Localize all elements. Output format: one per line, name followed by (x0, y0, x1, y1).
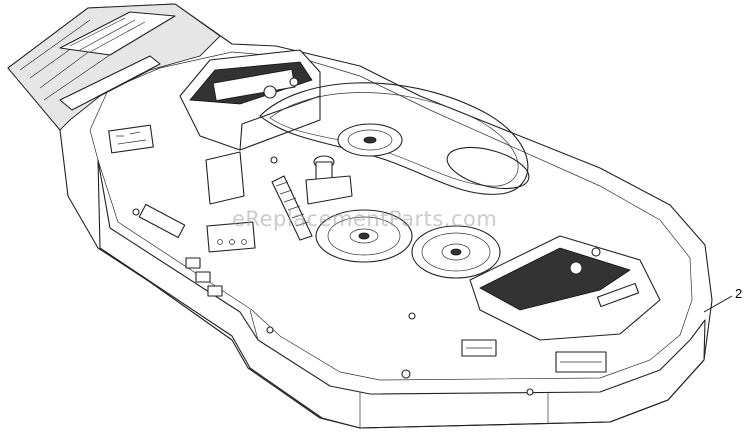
callout-leader-2 (703, 295, 733, 313)
callout-label-2: 2 (735, 286, 743, 301)
watermark-text: eReplacementParts.com (232, 207, 498, 231)
spindle-housing-left (179, 49, 321, 151)
warning-decal-right (555, 351, 607, 373)
info-decal-middle (206, 221, 256, 253)
warning-decal-left (108, 124, 154, 154)
label-plate (138, 203, 186, 239)
belt-loop (446, 146, 530, 190)
center-pulley (315, 209, 413, 263)
discharge-chute (7, 3, 221, 131)
right-pulley (411, 225, 501, 279)
spindle-housing-right (469, 235, 661, 341)
deck-top-rim (89, 51, 693, 381)
idler-pulley (337, 123, 403, 157)
brand-logo-plate (59, 11, 176, 56)
bolts (132, 156, 534, 396)
idler-arm (305, 155, 353, 205)
tension-spring (271, 175, 313, 241)
side-decals (185, 257, 223, 297)
deck-skirt-edge (249, 309, 549, 428)
spring-bracket (205, 151, 245, 205)
chute-slats (19, 19, 121, 101)
warning-decal-front (461, 339, 497, 357)
front-roller (59, 55, 161, 111)
